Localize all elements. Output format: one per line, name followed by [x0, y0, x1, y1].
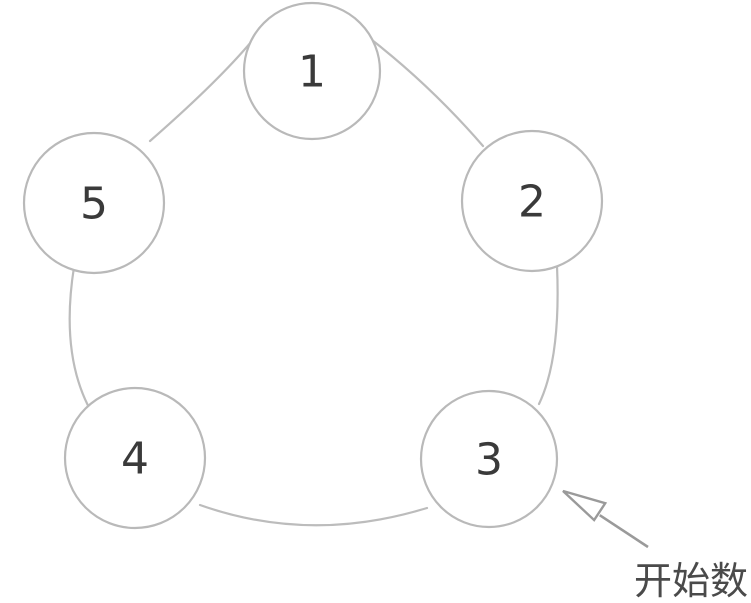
node-group: 1 2 3 4 5 — [22, 1, 604, 530]
node-1[interactable]: 1 — [242, 1, 382, 141]
node-2[interactable]: 2 — [460, 129, 604, 273]
node-1-circle[interactable] — [242, 1, 382, 141]
node-4[interactable]: 4 — [63, 386, 207, 530]
edge-1-to-2 — [370, 38, 485, 148]
node-2-label: 2 — [518, 177, 546, 228]
annotation-arrow-shaft — [599, 514, 649, 549]
edge-2-to-3 — [537, 264, 559, 406]
node-5[interactable]: 5 — [22, 131, 166, 275]
node-5-circle[interactable] — [22, 131, 166, 275]
node-4-label: 4 — [121, 434, 149, 485]
annotation-label: 开始数 — [634, 559, 748, 603]
start-annotation: 开始数 — [562, 489, 748, 603]
node-3[interactable]: 3 — [419, 389, 559, 529]
edge-3-to-4 — [198, 503, 429, 527]
node-5-label: 5 — [80, 179, 108, 230]
node-2-circle[interactable] — [460, 129, 604, 273]
edge-5-to-1 — [148, 34, 258, 143]
annotation-arrowhead-icon — [562, 489, 608, 522]
node-3-circle[interactable] — [419, 389, 559, 529]
node-1-label: 1 — [298, 47, 326, 98]
node-4-circle[interactable] — [63, 386, 207, 530]
node-3-label: 3 — [475, 435, 503, 486]
